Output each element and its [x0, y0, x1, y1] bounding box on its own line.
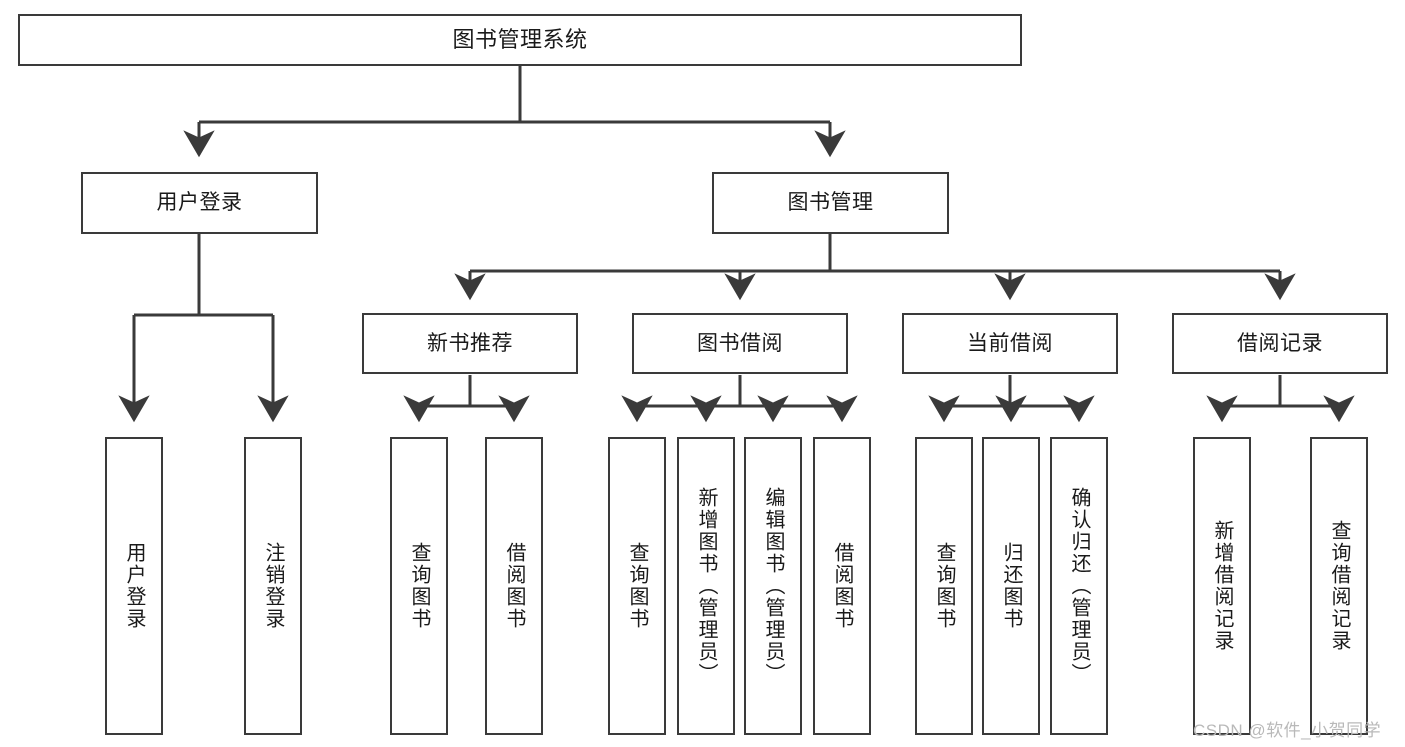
leaf-current-borrow-return-label: 归还图书 [1000, 542, 1022, 630]
leaf-new-book-query-label: 查询图书 [408, 542, 430, 630]
node-book-management[interactable]: 图书管理 [712, 172, 949, 234]
leaf-current-borrow-query-label: 查询图书 [933, 542, 955, 630]
leaf-borrow-record-query-label: 查询借阅记录 [1328, 520, 1350, 652]
leaf-borrow-record-add[interactable]: 新增借阅记录 [1193, 437, 1251, 735]
node-new-book-recommend-label: 新书推荐 [427, 331, 513, 355]
leaf-new-book-borrow[interactable]: 借阅图书 [485, 437, 543, 735]
leaf-book-borrow-add[interactable]: 新增图书（管理员） [677, 437, 735, 735]
leaf-current-borrow-confirm-return[interactable]: 确认归还（管理员） [1050, 437, 1108, 735]
leaf-book-borrow-borrow[interactable]: 借阅图书 [813, 437, 871, 735]
leaf-user-login-logout-label: 注销登录 [262, 542, 284, 630]
leaf-current-borrow-return[interactable]: 归还图书 [982, 437, 1040, 735]
leaf-borrow-record-query[interactable]: 查询借阅记录 [1310, 437, 1368, 735]
node-borrow-record[interactable]: 借阅记录 [1172, 313, 1388, 374]
node-root-label: 图书管理系统 [452, 26, 588, 52]
leaf-current-borrow-query[interactable]: 查询图书 [915, 437, 973, 735]
leaf-user-login-logout[interactable]: 注销登录 [244, 437, 302, 735]
leaf-current-borrow-confirm-return-label: 确认归还（管理员） [1068, 487, 1090, 685]
node-root-book-management-system[interactable]: 图书管理系统 [18, 14, 1022, 66]
leaf-user-login-login-label: 用户登录 [123, 542, 145, 630]
leaf-borrow-record-add-label: 新增借阅记录 [1211, 520, 1233, 652]
leaf-book-borrow-query-label: 查询图书 [626, 542, 648, 630]
node-book-management-label: 图书管理 [787, 191, 874, 215]
leaf-user-login-login[interactable]: 用户登录 [105, 437, 163, 735]
node-book-borrow[interactable]: 图书借阅 [632, 313, 848, 374]
leaf-new-book-query[interactable]: 查询图书 [390, 437, 448, 735]
leaf-new-book-borrow-label: 借阅图书 [503, 542, 525, 630]
node-new-book-recommend[interactable]: 新书推荐 [362, 313, 578, 374]
leaf-book-borrow-edit-label: 编辑图书（管理员） [762, 487, 784, 685]
node-borrow-record-label: 借阅记录 [1237, 331, 1323, 355]
node-current-borrow[interactable]: 当前借阅 [902, 313, 1118, 374]
leaf-book-borrow-edit[interactable]: 编辑图书（管理员） [744, 437, 802, 735]
node-book-borrow-label: 图书借阅 [697, 331, 783, 355]
node-user-login[interactable]: 用户登录 [81, 172, 318, 234]
leaf-book-borrow-borrow-label: 借阅图书 [831, 542, 853, 630]
leaf-book-borrow-add-label: 新增图书（管理员） [695, 487, 717, 685]
node-current-borrow-label: 当前借阅 [967, 331, 1053, 355]
leaf-book-borrow-query[interactable]: 查询图书 [608, 437, 666, 735]
node-user-login-label: 用户登录 [156, 191, 243, 215]
